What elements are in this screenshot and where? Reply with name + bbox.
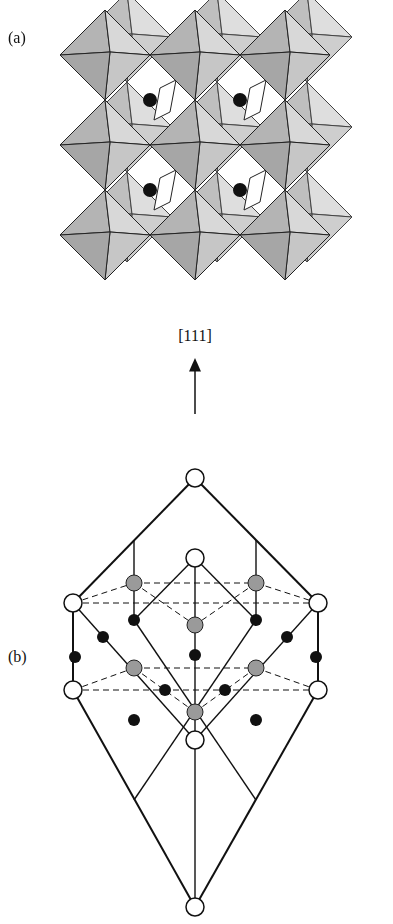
octahedra-front-layer — [60, 10, 330, 280]
grey-atoms — [126, 575, 264, 720]
panel-label: (b) — [8, 648, 27, 666]
black-atoms — [69, 614, 322, 726]
panel-label: (a) — [8, 29, 26, 47]
white-atoms — [64, 469, 327, 916]
direction-label: [111] — [178, 327, 211, 345]
rhombohedral-cell — [73, 478, 318, 907]
direction-arrow — [194, 364, 196, 414]
